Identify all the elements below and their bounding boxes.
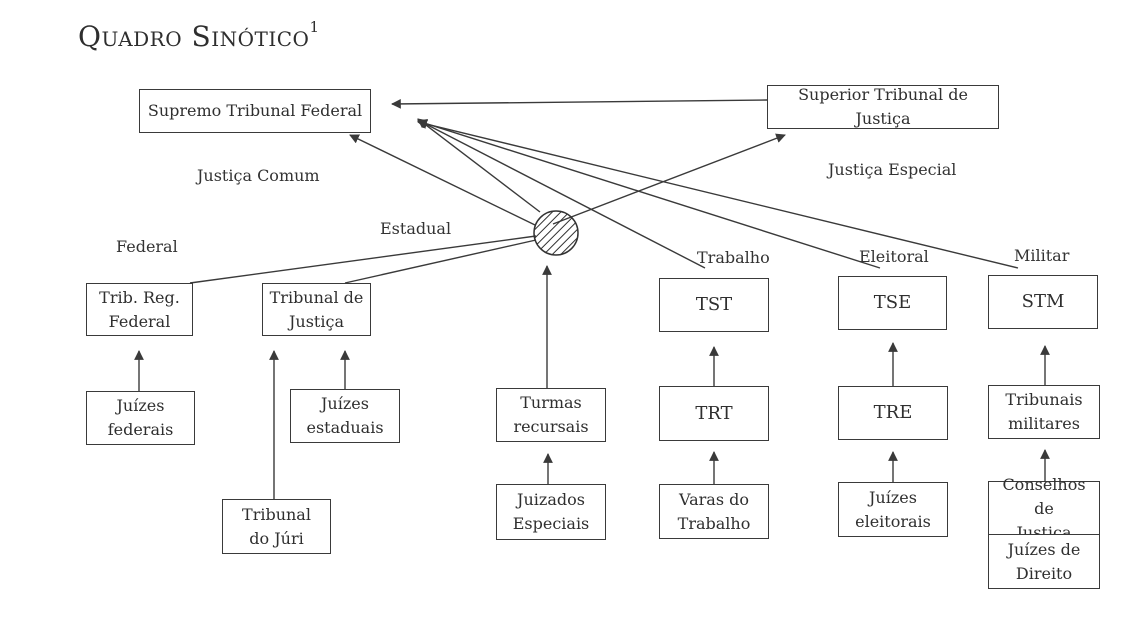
arrow-tst-to-stf: [417, 119, 706, 269]
label-trabalho: Trabalho: [697, 248, 770, 267]
page-title: Quadro Sinótico1: [78, 18, 320, 53]
node-stf: Supremo Tribunal Federal: [139, 89, 371, 133]
line-trf-to-hub: [189, 235, 537, 284]
node-trt: TRT: [659, 386, 769, 441]
label-federal: Federal: [116, 237, 178, 256]
arrow-tse-to-stf: [417, 119, 881, 269]
node-tse: TSE: [838, 276, 947, 330]
title-footnote: 1: [309, 18, 320, 36]
label-eleitoral: Eleitoral: [859, 247, 929, 266]
label-justica-comum: Justiça Comum: [197, 166, 320, 185]
arrow-hub-to-stf: [349, 134, 536, 226]
node-tst: TST: [659, 278, 769, 332]
label-estadual: Estadual: [380, 219, 452, 238]
arrow-hub-to-stf-2: [417, 118, 541, 213]
line-tj-to-hub: [344, 239, 537, 284]
arrow-hub-to-stj: [552, 133, 786, 225]
hub-circle: [533, 210, 579, 256]
arrow-stj-to-stf: [391, 99, 768, 109]
arrow-stm-to-stf: [417, 119, 1019, 269]
label-justica-especial: Justiça Especial: [828, 160, 957, 179]
node-tre: TRE: [838, 386, 948, 440]
node-stm: STM: [988, 275, 1098, 329]
node-trf: Trib. Reg.Federal: [86, 283, 193, 336]
node-stj: Superior Tribunal de Justiça: [767, 85, 999, 129]
label-militar: Militar: [1014, 246, 1070, 265]
